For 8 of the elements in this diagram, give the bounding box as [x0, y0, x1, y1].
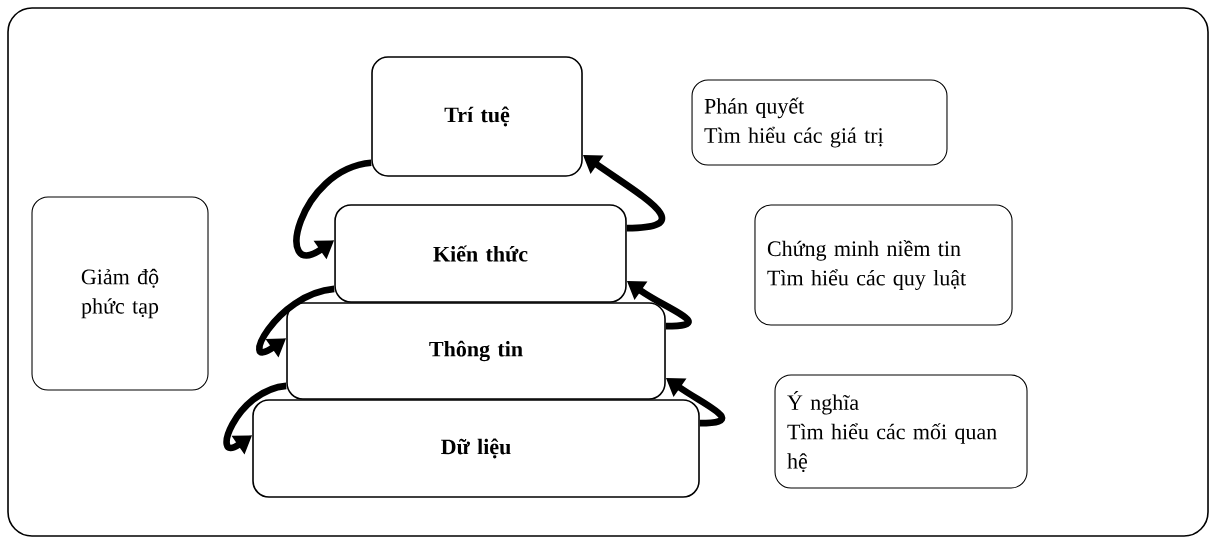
- note-box: Giảm độ phức tạp: [31, 196, 209, 391]
- note-box: Phán quyết Tìm hiểu các giá trị: [691, 79, 948, 166]
- pyramid-level-box: Thông tin: [286, 302, 666, 400]
- note-box: Ý nghĩa Tìm hiểu các mối quan hệ: [774, 374, 1028, 489]
- note-box: Chứng minh niềm tin Tìm hiểu các quy luật: [754, 204, 1013, 326]
- pyramid-level-box: Kiến thức: [334, 204, 627, 303]
- pyramid-level-box: Trí tuệ: [371, 56, 583, 177]
- pyramid-level-box: Dữ liệu: [252, 399, 700, 498]
